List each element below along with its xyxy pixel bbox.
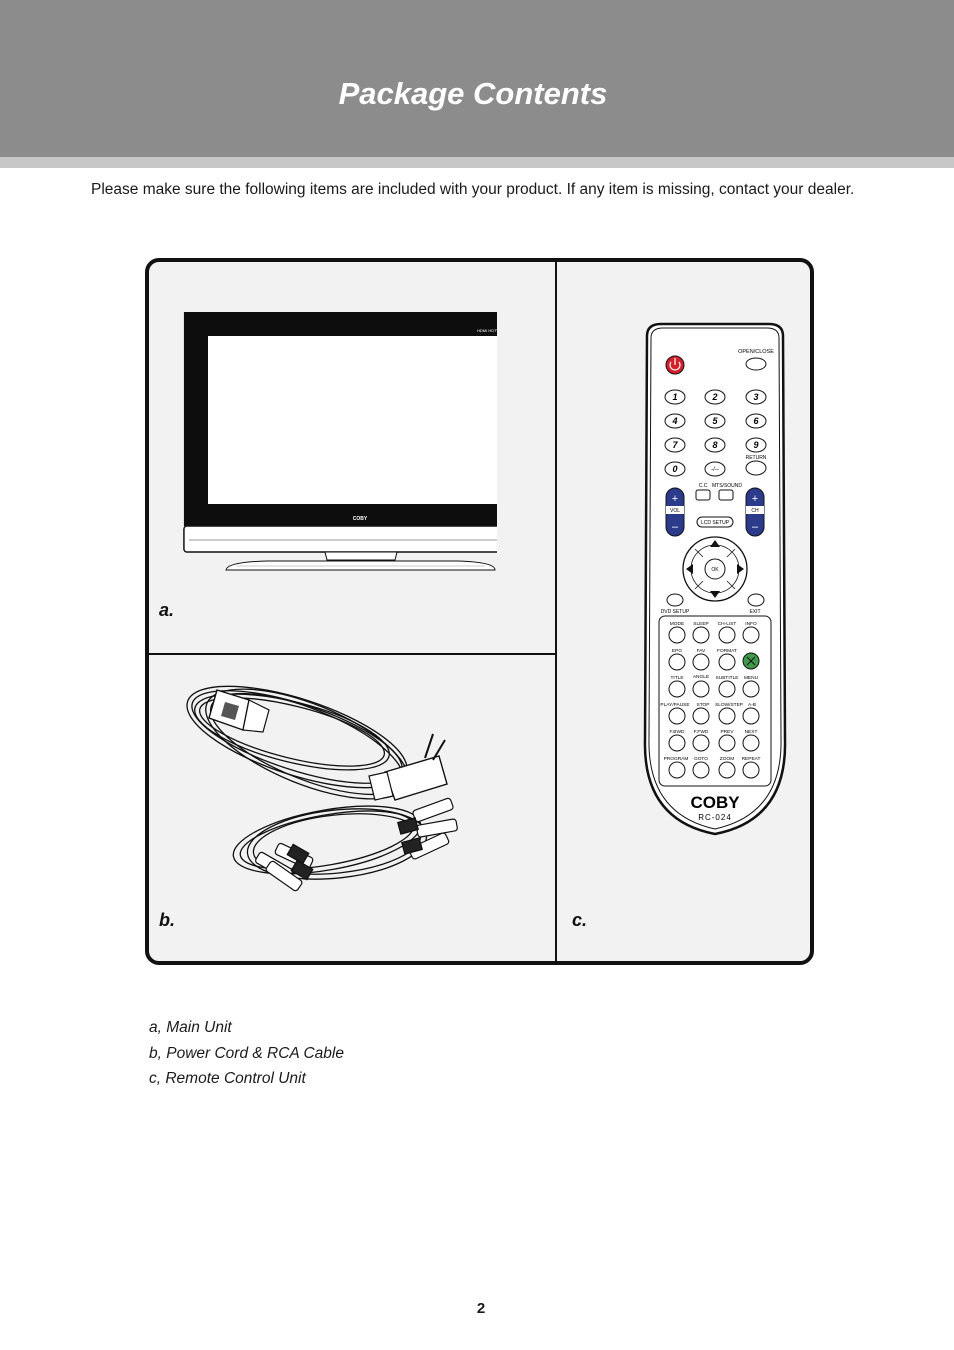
digit-keys[interactable]: 1 2 3 4 5 6 7 8 9 0 xyxy=(664,389,767,477)
svg-text:9: 9 xyxy=(753,440,758,450)
svg-text:STOP: STOP xyxy=(697,702,710,708)
svg-text:RETURN: RETURN xyxy=(746,455,767,461)
svg-text:GOTO: GOTO xyxy=(694,756,708,762)
svg-text:ZOOM: ZOOM xyxy=(720,756,734,762)
cc-button[interactable] xyxy=(695,489,711,501)
panel-c-label: c. xyxy=(572,910,588,930)
remote-brand: COBY xyxy=(690,793,740,812)
mts-sound-button[interactable] xyxy=(718,489,734,501)
header-strip xyxy=(0,157,954,168)
tv-brand: COBY xyxy=(353,516,368,522)
cables-illustration xyxy=(186,685,458,892)
panel-b-label: b. xyxy=(159,910,175,930)
tv-illustration: HDMI HDTV COBY xyxy=(183,312,497,571)
svg-text:–: – xyxy=(752,521,759,533)
dvd-setup-button[interactable] xyxy=(666,593,684,607)
svg-text:F.BWD: F.BWD xyxy=(670,729,685,735)
page-number: 2 xyxy=(476,1300,486,1317)
svg-text:-/--: -/-- xyxy=(711,467,719,473)
panel-vertical-divider xyxy=(555,262,557,961)
contents-panel: HDMI HDTV COBY a. xyxy=(145,258,814,965)
svg-text:REPEAT: REPEAT xyxy=(742,756,761,762)
svg-text:INFO: INFO xyxy=(745,621,757,627)
svg-text:–: – xyxy=(672,521,679,533)
svg-text:MENU: MENU xyxy=(744,675,759,681)
svg-text:3: 3 xyxy=(753,392,758,402)
svg-text:7: 7 xyxy=(672,440,678,450)
return-button[interactable] xyxy=(745,460,767,476)
svg-text:ANGLE: ANGLE xyxy=(693,674,709,680)
svg-text:4: 4 xyxy=(671,416,677,426)
svg-text:F.FWD: F.FWD xyxy=(694,729,709,735)
lower-keypad[interactable]: MODE SLEEP CH-LIST INFO EPG FAV FORMAT T… xyxy=(660,621,761,779)
svg-text:FORMAT: FORMAT xyxy=(717,648,737,654)
svg-text:CH-LIST: CH-LIST xyxy=(718,621,737,627)
svg-text:SUBTITLE: SUBTITLE xyxy=(716,675,739,681)
remote-model: RC-024 xyxy=(698,813,732,822)
svg-text:5: 5 xyxy=(712,416,718,426)
open-close-label: OPEN/CLOSE xyxy=(738,349,774,355)
ok-button[interactable] xyxy=(704,558,726,580)
svg-text:1: 1 xyxy=(672,392,677,402)
svg-text:SLOW/STEP: SLOW/STEP xyxy=(715,702,743,708)
intro-paragraph: Please make sure the following items are… xyxy=(91,181,855,198)
panel-horizontal-divider xyxy=(149,653,556,655)
caption-item: b, Power Cord & RCA Cable xyxy=(149,1044,344,1062)
exit-button[interactable] xyxy=(747,593,765,607)
svg-text:TITLE: TITLE xyxy=(670,675,683,681)
svg-text:C.C: C.C xyxy=(699,483,708,489)
svg-text:NEXT: NEXT xyxy=(745,729,758,735)
caption-item: c, Remote Control Unit xyxy=(149,1070,306,1087)
svg-text:PROGRAM: PROGRAM xyxy=(664,756,689,762)
caption-list: a, Main Unit b, Power Cord & RCA Cable c… xyxy=(149,1015,344,1092)
svg-text:2: 2 xyxy=(711,392,717,402)
page-title: Package Contents xyxy=(338,76,608,111)
svg-text:EPG: EPG xyxy=(672,648,682,654)
lcd-setup-button[interactable] xyxy=(696,516,734,528)
svg-text:LCD SETUP: LCD SETUP xyxy=(701,520,730,526)
svg-text:FAV: FAV xyxy=(697,648,707,654)
svg-text:PLAY/PAUSE: PLAY/PAUSE xyxy=(660,702,689,708)
panel-a-label: a. xyxy=(159,600,175,620)
svg-text:CH: CH xyxy=(751,508,759,514)
svg-text:A-B: A-B xyxy=(748,702,756,708)
svg-text:EXIT: EXIT xyxy=(749,609,760,615)
remote-illustration: OPEN/CLOSE 1 2 3 4 5 6 7 8 9 0 -/-- RETU… xyxy=(643,322,787,836)
svg-text:8: 8 xyxy=(712,440,717,450)
svg-text:+: + xyxy=(672,493,678,505)
svg-text:+: + xyxy=(752,493,758,505)
svg-text:6: 6 xyxy=(753,416,759,426)
svg-text:DVD SETUP: DVD SETUP xyxy=(661,609,690,615)
svg-text:HDMI HDTV: HDMI HDTV xyxy=(477,328,497,333)
open-close-button[interactable] xyxy=(745,357,767,371)
svg-text:0: 0 xyxy=(672,464,677,474)
svg-text:OK: OK xyxy=(711,567,719,573)
caption-item: a, Main Unit xyxy=(149,1019,232,1036)
svg-text:SLEEP: SLEEP xyxy=(693,621,708,627)
svg-text:MODE: MODE xyxy=(670,621,684,627)
svg-text:PREV: PREV xyxy=(720,729,734,735)
svg-text:MTS/SOUND: MTS/SOUND xyxy=(712,483,742,489)
svg-text:VOL: VOL xyxy=(670,508,680,514)
header-banner xyxy=(0,0,954,157)
